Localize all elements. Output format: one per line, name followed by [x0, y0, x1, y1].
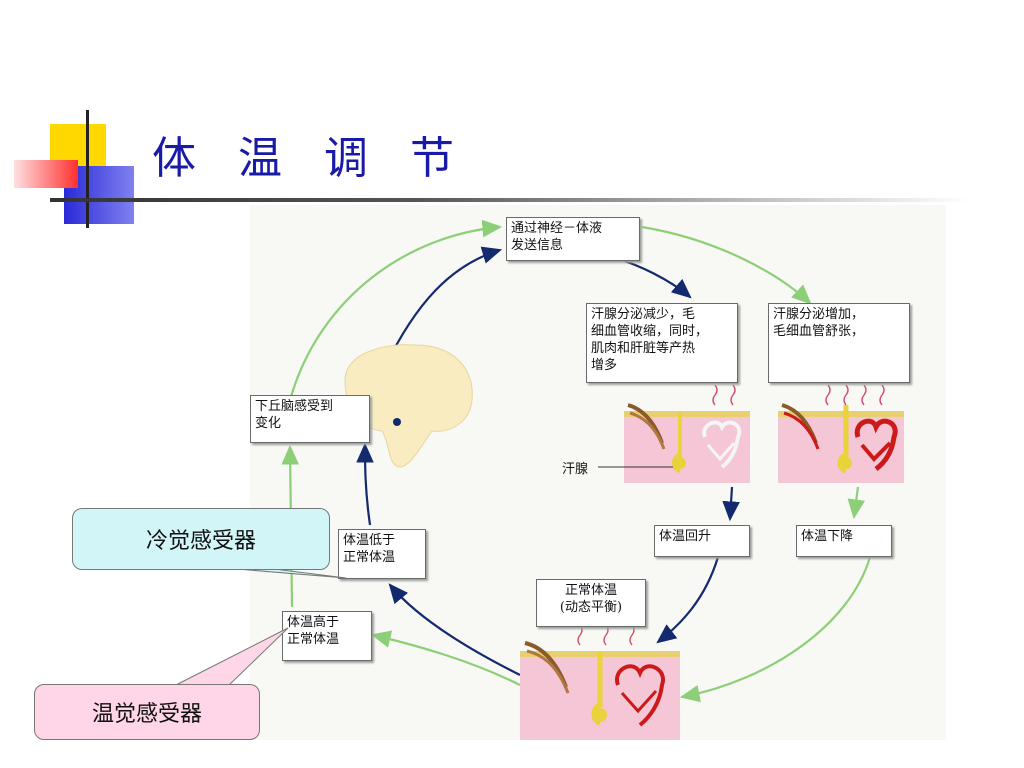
skin-section-normal [520, 624, 680, 740]
arrow-below-to-hypothalamus [356, 442, 374, 526]
node-response-cold: 汗腺分泌减少，毛 细血管收缩，同时， 肌肉和肝脏等产热 增多 [586, 303, 738, 383]
arrow-cold-skin-to-temp-rise [722, 486, 740, 522]
brain-illustration [344, 344, 473, 468]
decor-vertical-line [86, 110, 89, 228]
callout-cold-receptor: 冷觉感受器 [72, 508, 330, 570]
node-temp-fall: 体温下降 [796, 525, 892, 557]
label-sweat-gland: 汗腺 [562, 462, 589, 477]
arrow-signal-to-hot-response [641, 225, 812, 305]
arrow-temp-fall-to-normal [679, 556, 872, 703]
node-temp-rise: 体温回升 [654, 525, 750, 557]
node-nerve-signal: 通过神经－体液 发送信息 [506, 217, 640, 261]
arrow-temp-rise-to-normal [656, 556, 720, 644]
arrow-hot-skin-to-temp-fall [847, 486, 866, 520]
page-title: 体 温 调 节 [152, 133, 468, 184]
node-normal-temp: 正常体温 (动态平衡) [536, 579, 646, 627]
callout-warm-receptor: 温觉感受器 [34, 684, 260, 740]
thermoregulation-diagram: 下丘脑感受到 变化 通过神经－体液 发送信息 汗腺分泌减少，毛 细血管收缩，同时… [250, 205, 946, 740]
arrow-normal-to-below [388, 583, 521, 676]
decor-red-bar [14, 160, 78, 188]
node-above-normal: 体温高于 正常体温 [282, 611, 372, 661]
arrow-normal-to-above [370, 630, 521, 686]
arrow-hypothalamus-to-signal [288, 219, 503, 401]
title-divider [50, 198, 970, 202]
skin-section-hot [778, 384, 904, 483]
node-hypothalamus: 下丘脑感受到 变化 [250, 395, 370, 443]
node-below-normal: 体温低于 正常体温 [338, 529, 426, 579]
node-response-hot: 汗腺分泌增加， 毛细血管舒张， [768, 303, 910, 383]
diagram-artwork [281, 219, 904, 740]
skin-section-cold [624, 384, 750, 483]
